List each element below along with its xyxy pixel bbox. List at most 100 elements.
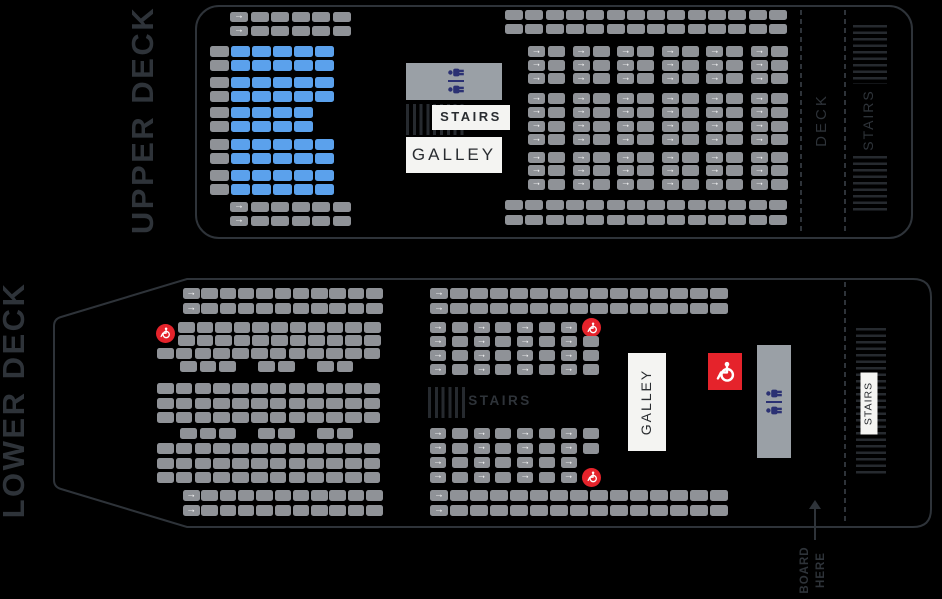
seat[interactable] — [545, 10, 564, 20]
seat[interactable] — [269, 472, 287, 483]
seat[interactable] — [771, 134, 788, 146]
seat[interactable] — [495, 336, 512, 347]
seat[interactable] — [210, 170, 229, 181]
seat[interactable] — [347, 288, 365, 299]
seat[interactable] — [345, 383, 362, 394]
seat-with-arrow[interactable]: → — [661, 120, 679, 132]
seat[interactable] — [288, 397, 306, 409]
seat-highlighted[interactable] — [273, 77, 292, 88]
seat[interactable] — [470, 505, 488, 516]
seat[interactable] — [637, 93, 655, 104]
seat[interactable] — [590, 288, 608, 299]
seat[interactable] — [548, 46, 565, 57]
seat[interactable] — [326, 322, 344, 333]
seat[interactable] — [307, 383, 324, 394]
seat-with-arrow[interactable]: → — [617, 59, 635, 71]
seat-with-arrow[interactable]: → — [706, 46, 724, 57]
seat[interactable] — [726, 106, 744, 118]
seat[interactable] — [250, 12, 269, 22]
seat[interactable] — [271, 12, 289, 22]
seat[interactable] — [570, 505, 588, 516]
seat[interactable] — [590, 490, 608, 501]
seat[interactable] — [175, 397, 193, 409]
seat-with-arrow[interactable]: → — [751, 106, 768, 118]
seat-highlighted[interactable] — [315, 59, 334, 71]
seat-with-arrow[interactable]: → — [572, 120, 590, 132]
seat-with-arrow[interactable]: → — [430, 336, 446, 347]
seat[interactable] — [307, 348, 324, 359]
seat[interactable] — [329, 303, 346, 314]
seat[interactable] — [237, 505, 255, 516]
seat[interactable] — [771, 120, 788, 132]
seat-highlighted[interactable] — [252, 120, 271, 132]
seat-with-arrow[interactable]: → — [517, 428, 534, 439]
seat[interactable] — [539, 428, 555, 439]
seat[interactable] — [728, 200, 747, 210]
seat[interactable] — [565, 214, 584, 225]
seat[interactable] — [213, 457, 230, 469]
seat[interactable] — [451, 322, 468, 333]
seat[interactable] — [256, 490, 273, 501]
seat[interactable] — [470, 288, 488, 299]
seat[interactable] — [530, 505, 548, 516]
seat[interactable] — [637, 134, 655, 146]
seat[interactable] — [637, 46, 655, 57]
seat[interactable] — [215, 322, 232, 333]
seat-with-arrow[interactable]: → — [751, 152, 768, 163]
seat[interactable] — [219, 361, 236, 372]
seat[interactable] — [637, 178, 655, 190]
seat[interactable] — [332, 216, 351, 226]
seat[interactable] — [586, 214, 605, 225]
seat[interactable] — [582, 364, 599, 375]
seat[interactable] — [157, 457, 174, 469]
seat[interactable] — [768, 23, 787, 34]
seat-with-arrow[interactable]: → — [517, 336, 534, 347]
seat[interactable] — [610, 505, 628, 516]
seat[interactable] — [199, 428, 217, 439]
seat[interactable] — [292, 505, 310, 516]
seat[interactable] — [530, 303, 548, 314]
seat[interactable] — [326, 412, 343, 423]
seat[interactable] — [539, 350, 555, 361]
seat[interactable] — [329, 288, 346, 299]
seat[interactable] — [271, 322, 288, 333]
seat[interactable] — [326, 457, 343, 469]
seat-with-arrow[interactable]: → — [430, 303, 448, 314]
seat[interactable] — [288, 412, 306, 423]
seat[interactable] — [670, 505, 688, 516]
seat[interactable] — [771, 165, 788, 177]
seat[interactable] — [708, 23, 726, 34]
seat[interactable] — [194, 412, 212, 423]
seat-with-arrow[interactable]: → — [430, 457, 446, 469]
seat-with-arrow[interactable]: → — [430, 288, 448, 299]
seat[interactable] — [495, 442, 512, 454]
seat-with-arrow[interactable]: → — [617, 73, 635, 84]
seat[interactable] — [726, 93, 744, 104]
seat[interactable] — [525, 10, 544, 20]
seat[interactable] — [606, 214, 625, 225]
seat[interactable] — [510, 505, 528, 516]
seat[interactable] — [505, 200, 523, 210]
seat-highlighted[interactable] — [273, 183, 292, 195]
seat-with-arrow[interactable]: → — [617, 165, 635, 177]
seat[interactable] — [592, 134, 610, 146]
seat-with-arrow[interactable]: → — [751, 165, 768, 177]
seat[interactable] — [690, 288, 708, 299]
seat[interactable] — [194, 348, 212, 359]
seat-with-arrow[interactable]: → — [517, 322, 534, 333]
seat[interactable] — [175, 383, 193, 394]
seat[interactable] — [550, 490, 568, 501]
seat[interactable] — [550, 505, 568, 516]
seat[interactable] — [470, 303, 488, 314]
seat[interactable] — [726, 178, 744, 190]
seat[interactable] — [637, 120, 655, 132]
seat-with-arrow[interactable]: → — [430, 471, 446, 483]
seat[interactable] — [565, 23, 584, 34]
seat-highlighted[interactable] — [231, 107, 250, 118]
seat[interactable] — [251, 443, 268, 454]
seat[interactable] — [726, 134, 744, 146]
seat-with-arrow[interactable]: → — [560, 457, 577, 469]
seat-with-arrow[interactable]: → — [572, 165, 590, 177]
seat-with-arrow[interactable]: → — [430, 350, 446, 361]
seat[interactable] — [271, 202, 289, 212]
